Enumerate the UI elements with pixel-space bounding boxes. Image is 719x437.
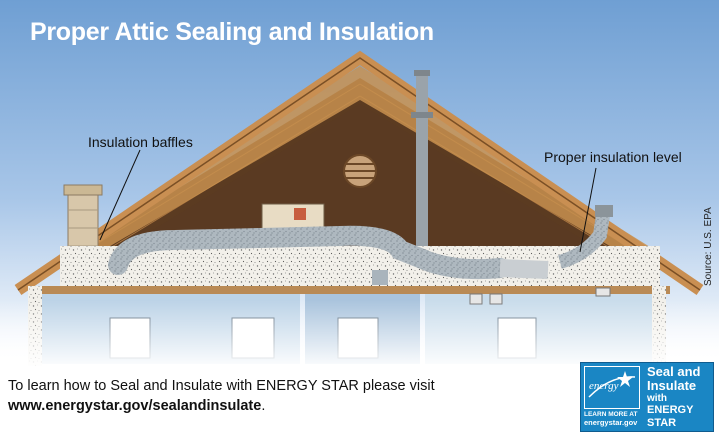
- cta-url-suffix: .: [261, 398, 265, 414]
- callout-insulation-level: Proper insulation level: [544, 149, 682, 165]
- energystar-link[interactable]: www.energystar.gov/sealandinsulate: [8, 398, 261, 414]
- seal-line-4: ENERGY STAR: [647, 404, 713, 430]
- cta-url-line: www.energystar.gov/sealandinsulate.: [8, 396, 548, 416]
- ceiling-beam: [30, 286, 670, 294]
- seal-line-1: Seal and: [647, 365, 713, 379]
- learn-more-text: LEARN MORE AT energystar.gov: [584, 411, 644, 427]
- learn-more-label: LEARN MORE AT: [584, 411, 637, 418]
- page-title: Proper Attic Sealing and Insulation: [30, 18, 434, 47]
- bottom-fade: [0, 300, 719, 370]
- source-credit: Source: U.S. EPA: [703, 207, 714, 286]
- seal-line-2: Insulate: [647, 379, 713, 393]
- energy-star-logo: energy: [584, 366, 640, 409]
- learn-more-site: energystar.gov: [584, 419, 644, 427]
- cta-text: To learn how to Seal and Insulate with E…: [8, 376, 548, 396]
- gable-vent: [344, 155, 376, 187]
- callout-insulation-baffles: Insulation baffles: [88, 134, 193, 150]
- energy-star-badge[interactable]: energy LEARN MORE AT energystar.gov Seal…: [580, 362, 714, 432]
- seal-and-insulate-text: Seal and Insulate with ENERGY STAR: [647, 365, 713, 430]
- seal-line-3: with: [647, 393, 713, 404]
- call-to-action: To learn how to Seal and Insulate with E…: [8, 376, 548, 416]
- energy-logo-word: energy: [589, 380, 619, 392]
